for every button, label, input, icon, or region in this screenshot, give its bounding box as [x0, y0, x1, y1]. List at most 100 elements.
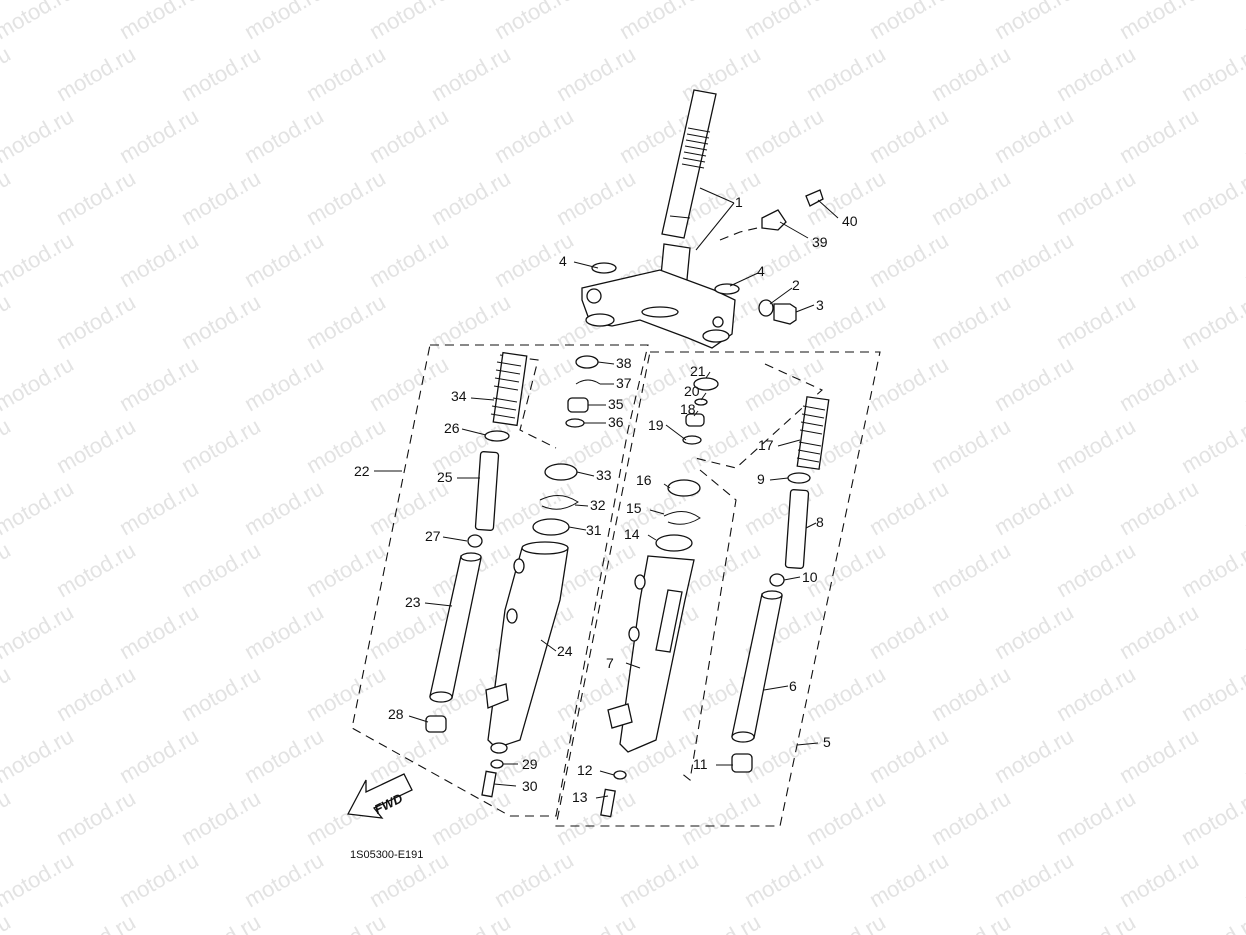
watermark-text: motod.ru	[0, 475, 78, 540]
watermark-text: motod.ru	[990, 475, 1078, 540]
watermark-text: motod.ru	[302, 413, 390, 478]
watermark-text: motod.ru	[1115, 0, 1203, 44]
watermark-text: motod.ru	[115, 103, 203, 168]
watermark-text: motod.ru	[1115, 351, 1203, 416]
watermark-text: motod.ru	[927, 537, 1015, 602]
watermark-text: motod.ru	[552, 41, 640, 106]
watermark-text: motod.ru	[115, 0, 203, 44]
watermark-text: motod.ru	[1240, 723, 1246, 788]
watermark-text: motod.ru	[52, 289, 140, 354]
watermark-text: motod.ru	[865, 847, 953, 912]
watermark-text: motod.ru	[0, 909, 15, 935]
watermark-text: motod.ru	[0, 227, 78, 292]
callout-9: 9	[757, 471, 765, 487]
left-spring	[490, 351, 528, 427]
watermark-text: motod.ru	[177, 413, 265, 478]
callout-10: 10	[802, 569, 818, 585]
watermark-text: motod.ru	[552, 165, 640, 230]
callout-32: 32	[590, 497, 606, 513]
watermark-text: motod.ru	[177, 165, 265, 230]
watermark-text: motod.ru	[1240, 599, 1246, 664]
watermark-text: motod.ru	[0, 41, 15, 106]
callout-17: 17	[758, 437, 774, 453]
watermark-text: motod.ru	[1052, 537, 1140, 602]
watermark-text: motod.ru	[990, 103, 1078, 168]
callout-28: 28	[388, 706, 404, 722]
callout-26: 26	[444, 420, 460, 436]
watermark-text: motod.ru	[990, 0, 1078, 44]
watermark-text: motod.ru	[1177, 785, 1246, 850]
watermark-text: motod.ru	[490, 103, 578, 168]
callout-16: 16	[636, 472, 652, 488]
watermark-text: motod.ru	[0, 661, 15, 726]
callout-21: 21	[690, 363, 706, 379]
callout-13: 13	[572, 789, 588, 805]
watermark-text: motod.ru	[302, 165, 390, 230]
watermark-text: motod.ru	[115, 599, 203, 664]
watermark-text: motod.ru	[1240, 847, 1246, 912]
callout-18: 18	[680, 401, 696, 417]
leader-lines	[374, 187, 839, 799]
watermark-text: motod.ru	[240, 351, 328, 416]
watermark-text: motod.ru	[927, 909, 1015, 935]
callout-30: 30	[522, 778, 538, 794]
watermark-text: motod.ru	[1052, 41, 1140, 106]
watermark-text: motod.ru	[990, 227, 1078, 292]
watermark-text: motod.ru	[865, 475, 953, 540]
watermark-text: motod.ru	[427, 165, 515, 230]
watermark-text: motod.ru	[302, 41, 390, 106]
watermark-text: motod.ru	[677, 41, 765, 106]
watermark-text: motod.ru	[615, 0, 703, 44]
watermark-text: motod.ru	[927, 41, 1015, 106]
callout-5: 5	[823, 734, 831, 750]
callout-40: 40	[842, 213, 858, 229]
watermark-text: motod.ru	[302, 661, 390, 726]
watermark-text: motod.ru	[990, 351, 1078, 416]
watermark-text: motod.ru	[177, 537, 265, 602]
watermark-text: motod.ru	[1240, 0, 1246, 44]
watermark-text: motod.ru	[240, 227, 328, 292]
watermark-text: motod.ru	[52, 537, 140, 602]
watermark-text: motod.ru	[177, 785, 265, 850]
watermark-text: motod.ru	[927, 785, 1015, 850]
watermark-text: motod.ru	[927, 165, 1015, 230]
watermark-text: motod.ru	[1115, 475, 1203, 540]
watermark-text: motod.ru	[52, 909, 140, 935]
watermark-text: motod.ru	[240, 0, 328, 44]
watermark-text: motod.ru	[52, 41, 140, 106]
callout-25: 25	[437, 469, 453, 485]
watermark-text: motod.ru	[1240, 351, 1246, 416]
watermark-text: motod.ru	[677, 785, 765, 850]
watermark-text: motod.ru	[0, 599, 78, 664]
watermark-text: motod.ru	[1240, 227, 1246, 292]
watermark-text: motod.ru	[1052, 165, 1140, 230]
callout-27: 27	[425, 528, 441, 544]
watermark-text: motod.ru	[0, 0, 78, 44]
watermark-text: motod.ru	[615, 847, 703, 912]
watermark-text: motod.ru	[1052, 661, 1140, 726]
callout-23: 23	[405, 594, 421, 610]
watermark-text: motod.ru	[0, 289, 15, 354]
watermark-text: motod.ru	[927, 413, 1015, 478]
callout-20: 20	[684, 383, 700, 399]
callout-24: 24	[557, 643, 573, 659]
watermark-text: motod.ru	[1177, 537, 1246, 602]
watermark-text: motod.ru	[365, 351, 453, 416]
watermark-text: motod.ru	[177, 41, 265, 106]
callout-3: 3	[816, 297, 824, 313]
watermark-text: motod.ru	[240, 475, 328, 540]
watermark-text: motod.ru	[365, 103, 453, 168]
watermark-text: motod.ru	[1115, 723, 1203, 788]
callout-29: 29	[522, 756, 538, 772]
watermark-text: motod.ru	[865, 723, 953, 788]
callout-35: 35	[608, 396, 624, 412]
watermark-text: motod.ru	[802, 41, 890, 106]
watermark-text: motod.ru	[427, 41, 515, 106]
watermark-text: motod.ru	[240, 599, 328, 664]
watermark-text: motod.ru	[52, 165, 140, 230]
watermark-text: motod.ru	[490, 0, 578, 44]
callout-33: 33	[596, 467, 612, 483]
callout-6: 6	[789, 678, 797, 694]
